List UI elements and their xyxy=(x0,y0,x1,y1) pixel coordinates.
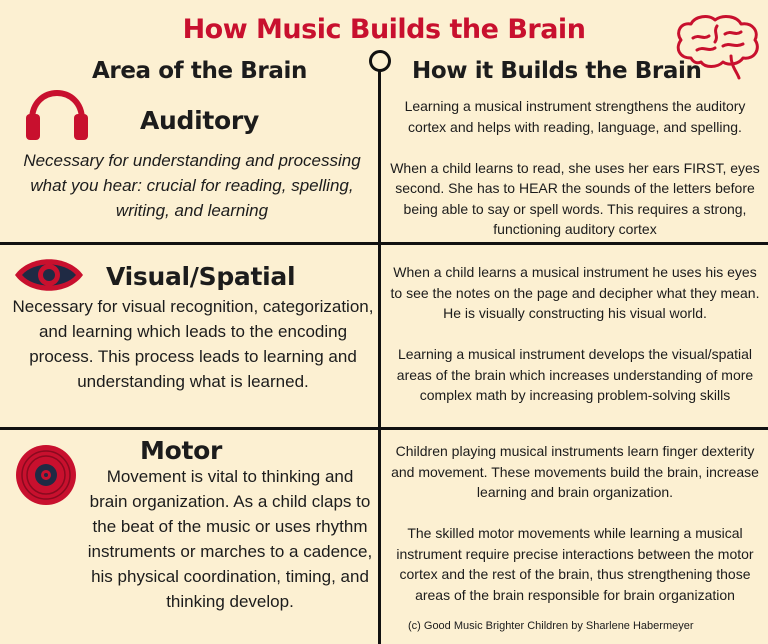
page-title: How Music Builds the Brain xyxy=(182,14,586,45)
headphones-icon xyxy=(22,80,92,144)
visual-spatial-description: Necessary for visual recognition, catego… xyxy=(12,297,374,391)
record-disc-icon xyxy=(14,443,78,507)
auditory-detail: Learning a musical instrument strengthen… xyxy=(390,98,760,237)
motor-description: Movement is vital to thinking and brain … xyxy=(87,467,373,611)
vertical-divider xyxy=(378,62,381,644)
horizontal-divider xyxy=(0,242,768,245)
horizontal-divider xyxy=(0,427,768,430)
credit-line: (c) Good Music Brighter Children by Shar… xyxy=(408,620,694,632)
motor-detail: Children playing musical instruments lea… xyxy=(391,443,759,603)
section-title-auditory: Auditory xyxy=(140,106,259,135)
auditory-description: Necessary for understanding and processi… xyxy=(23,151,361,220)
left-column-header: Area of the Brain xyxy=(92,58,307,84)
right-column-header: How it Builds the Brain xyxy=(412,58,702,84)
divider-ring xyxy=(369,50,391,72)
eye-icon xyxy=(12,254,86,296)
section-title-motor: Motor xyxy=(140,436,223,465)
section-title-visual-spatial: Visual/Spatial xyxy=(106,262,296,291)
brain-icon xyxy=(673,14,761,80)
visual-spatial-detail: When a child learns a musical instrument… xyxy=(390,264,760,403)
